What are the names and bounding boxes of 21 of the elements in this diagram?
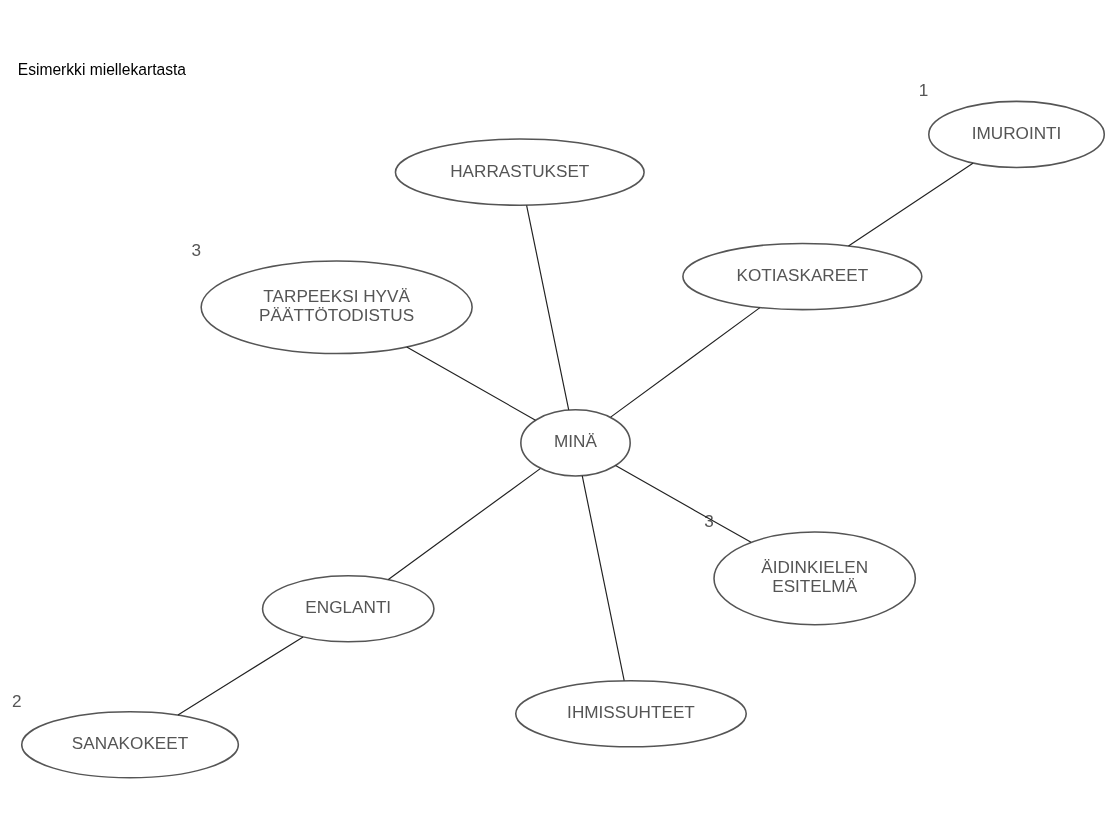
connector xyxy=(406,346,537,421)
node-ellipse: ENGLANTI xyxy=(261,574,435,643)
node-label: 3 xyxy=(191,239,202,260)
node-ellipse: HARRASTUKSET xyxy=(394,137,645,206)
connector xyxy=(610,306,761,418)
node-ellipse: IMUROINTI xyxy=(928,100,1106,168)
connector xyxy=(847,162,974,246)
node-ellipse: IHMISSUHTEET xyxy=(514,679,747,748)
node-ellipse: SANAKOKEET xyxy=(20,710,240,779)
node-ellipse: MINÄ xyxy=(520,408,631,477)
diagram-title: Esimerkki miellekartasta xyxy=(17,60,186,78)
connector xyxy=(526,204,570,410)
connector xyxy=(177,635,304,715)
node-ellipse: ÄIDINKIELEN ESITELMÄ xyxy=(713,530,917,625)
node-ellipse: KOTIASKAREET xyxy=(682,242,923,310)
node-label: 1 xyxy=(918,79,929,100)
connector xyxy=(581,474,625,681)
connector xyxy=(614,464,752,543)
connector xyxy=(387,467,541,580)
node-ellipse: TARPEEKSI HYVÄ PÄÄTTÖTODISTUS xyxy=(200,259,473,354)
node-label: 2 xyxy=(11,690,22,711)
